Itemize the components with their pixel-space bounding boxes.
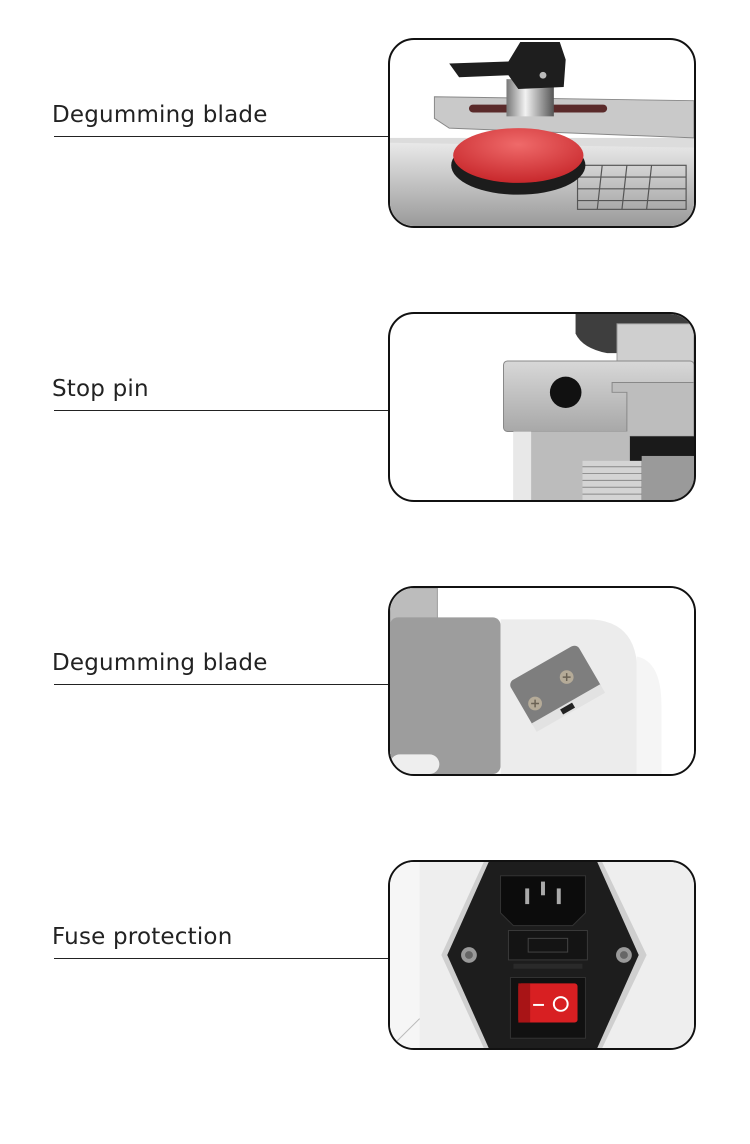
feature-label: Fuse protection	[52, 924, 233, 950]
feature-stop-pin: Stop pin	[0, 312, 750, 506]
feature-label: Degumming blade	[52, 102, 268, 128]
power-socket-icon	[500, 875, 586, 927]
suction-cup-illustration	[390, 41, 694, 226]
leader-line	[54, 958, 390, 959]
feature-image-side-blade	[388, 586, 696, 776]
side-blade-illustration	[390, 588, 694, 774]
feature-image-stop-pin	[388, 312, 696, 502]
screw-icon	[528, 696, 542, 711]
leader-line	[54, 410, 390, 411]
feature-image-suction-cup	[388, 38, 696, 228]
feature-fuse-protection: Fuse protection	[0, 860, 750, 1054]
feature-label: Stop pin	[52, 376, 149, 402]
stop-pin-illustration	[503, 314, 694, 500]
fuse-rating-text	[513, 963, 583, 969]
screw-icon	[461, 947, 477, 963]
power-module-illustration	[390, 862, 694, 1048]
leader-line	[54, 136, 390, 137]
power-switch-icon	[518, 983, 578, 1023]
feature-degumming-blade-1: Degumming blade	[0, 38, 750, 232]
feature-label: Degumming blade	[52, 650, 268, 676]
leader-line	[54, 684, 390, 685]
feature-degumming-blade-2: Degumming blade	[0, 586, 750, 780]
feature-image-power-module	[388, 860, 696, 1050]
